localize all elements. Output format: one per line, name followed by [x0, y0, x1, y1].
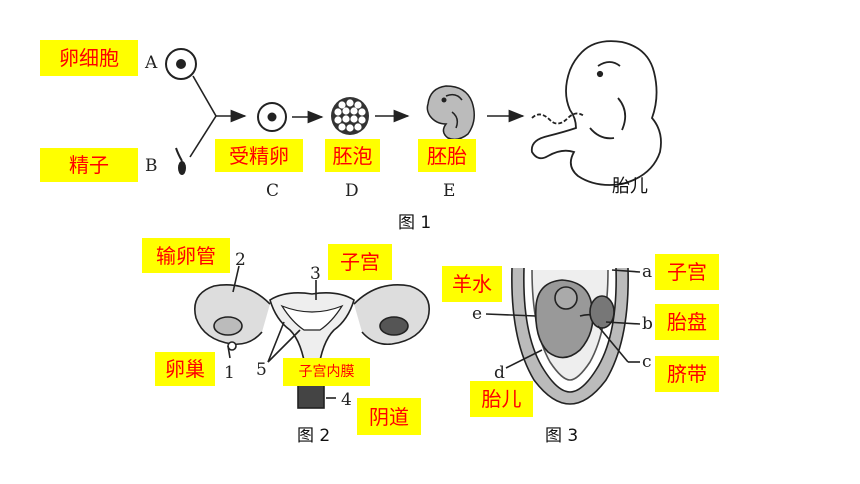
label-fig3-c: c — [642, 352, 652, 372]
tag-vagina: 阴道 — [357, 398, 421, 435]
fertilization-lines — [189, 75, 247, 158]
blastocyst-icon — [331, 97, 369, 135]
label-e: E — [443, 181, 456, 201]
embryo-icon — [426, 85, 475, 141]
tag-blastocyst: 胚泡 — [325, 139, 380, 172]
label-b: B — [145, 156, 158, 176]
sperm-icon — [175, 147, 186, 175]
tag-uterus-fig2: 子宫 — [328, 244, 392, 280]
fetus-in-uterus-diagram — [485, 267, 641, 405]
tag-sperm: 精子 — [40, 148, 138, 182]
tag-egg-cell: 卵细胞 — [40, 40, 138, 76]
label-fig3-a: a — [642, 262, 653, 282]
tag-ovary: 卵巢 — [155, 352, 215, 386]
figure-2-caption: 图 2 — [297, 426, 331, 446]
zygote-icon — [257, 102, 287, 132]
number-3: 3 — [310, 264, 321, 284]
tag-umbilical-cord: 脐带 — [655, 356, 719, 392]
number-2: 2 — [235, 250, 246, 270]
tag-uterus-fig3: 子宫 — [655, 254, 719, 290]
fetus-icon — [530, 40, 662, 186]
label-fig3-e: e — [472, 304, 483, 324]
tag-amniotic-fluid: 羊水 — [442, 266, 502, 302]
label-fig3-d: d — [494, 363, 505, 383]
fetus-label: 胎儿 — [612, 176, 648, 197]
tag-zygote: 受精卵 — [215, 139, 303, 172]
figure-1-caption: 图 1 — [398, 213, 432, 233]
label-a: A — [145, 53, 158, 73]
tag-oviduct: 输卵管 — [142, 238, 230, 273]
tag-endometrium: 子宫内膜 — [283, 358, 370, 386]
label-c: C — [266, 181, 280, 201]
label-fig3-b: b — [642, 314, 653, 334]
tag-placenta: 胎盘 — [655, 304, 719, 340]
figure-3-caption: 图 3 — [545, 426, 579, 446]
tag-fetus: 胎儿 — [470, 381, 533, 417]
number-1: 1 — [224, 363, 235, 383]
egg-cell-icon — [165, 48, 197, 80]
label-d: D — [345, 181, 359, 201]
number-5: 5 — [256, 360, 267, 380]
tag-embryo: 胚胎 — [418, 139, 476, 172]
number-4: 4 — [341, 390, 352, 410]
reproductive-system-diagram — [194, 265, 430, 409]
